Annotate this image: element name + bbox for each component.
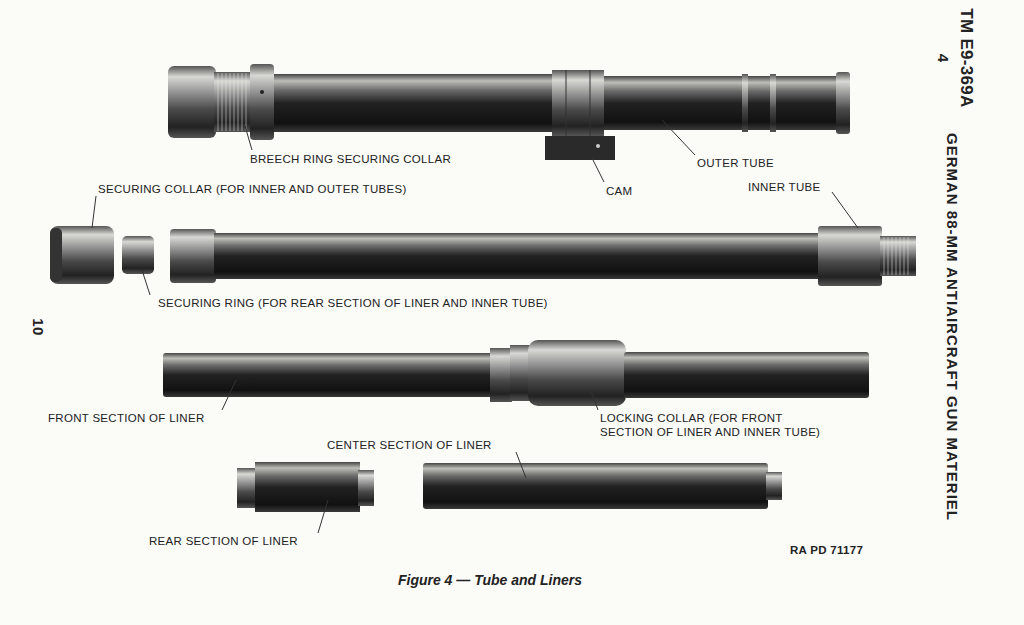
liner-body	[163, 353, 493, 397]
part-label: INNER TUBE	[748, 180, 820, 194]
groove	[770, 74, 776, 132]
part-label: RA PD 71177	[790, 543, 863, 557]
liner-body	[255, 462, 360, 512]
part-label: CAM	[606, 184, 632, 198]
muzzle	[836, 72, 850, 134]
part-label: FRONT SECTION OF LINER	[48, 411, 205, 425]
leader-lines	[92, 120, 858, 533]
tube-body	[214, 233, 822, 279]
liner-body	[624, 352, 869, 398]
part-label: REAR SECTION OF LINER	[149, 534, 298, 548]
securing-ring	[122, 236, 154, 274]
rear-center-liner	[237, 462, 782, 512]
leader-line	[590, 388, 598, 410]
cam-dot	[596, 144, 600, 148]
front-liner	[163, 340, 869, 406]
thread	[880, 236, 916, 276]
screw	[260, 90, 264, 94]
liner-end	[358, 470, 374, 506]
breech-ring	[168, 66, 216, 138]
securing-collar	[50, 226, 114, 284]
groove	[742, 74, 748, 132]
part-label: SECURING RING (FOR REAR SECTION OF LINER…	[158, 296, 548, 310]
cam	[545, 136, 615, 160]
leader-line	[92, 196, 96, 228]
leader-line	[142, 270, 150, 295]
liner-end	[237, 468, 257, 508]
leader-line	[318, 500, 328, 533]
locking-collar	[528, 340, 626, 406]
thread-lines	[884, 237, 908, 275]
tube-flange	[170, 229, 216, 283]
liner-ring	[510, 345, 530, 401]
tube-body	[604, 76, 840, 130]
page-header: TM E9-369A	[957, 8, 976, 107]
tube-band	[818, 226, 882, 286]
tube-band	[552, 70, 604, 136]
leader-line	[245, 126, 252, 150]
band-lines	[566, 70, 590, 136]
leader-line	[662, 120, 695, 155]
part-label: SECURING COLLAR (FOR INNER AND OUTER TUB…	[98, 182, 407, 196]
liner-end	[766, 472, 782, 500]
thread	[214, 72, 252, 132]
page-header: 4	[935, 54, 952, 63]
thread-lines	[218, 73, 246, 131]
part-label: BREECH RING SECURING COLLAR	[250, 152, 451, 166]
page-header: 10	[30, 318, 47, 335]
page-header: GERMAN 88-MM ANTIAIRCRAFT GUN MATERIEL	[944, 133, 961, 521]
inner-tube	[50, 226, 916, 286]
leader-line	[222, 380, 236, 410]
collar-opening	[50, 228, 62, 282]
tube-body	[274, 74, 554, 132]
outer-tube	[168, 64, 850, 160]
securing-collar	[250, 64, 274, 140]
part-label: CENTER SECTION OF LINER	[327, 438, 492, 452]
liner-body	[423, 463, 768, 509]
leader-line	[832, 192, 858, 228]
leader-line	[516, 452, 526, 478]
leader-line	[592, 158, 604, 182]
figure-caption: Figure 4 — Tube and Liners	[398, 572, 582, 588]
part-label: LOCKING COLLAR (FOR FRONT SECTION OF LIN…	[600, 411, 832, 439]
part-label: OUTER TUBE	[697, 156, 774, 170]
liner-ring	[490, 348, 512, 402]
